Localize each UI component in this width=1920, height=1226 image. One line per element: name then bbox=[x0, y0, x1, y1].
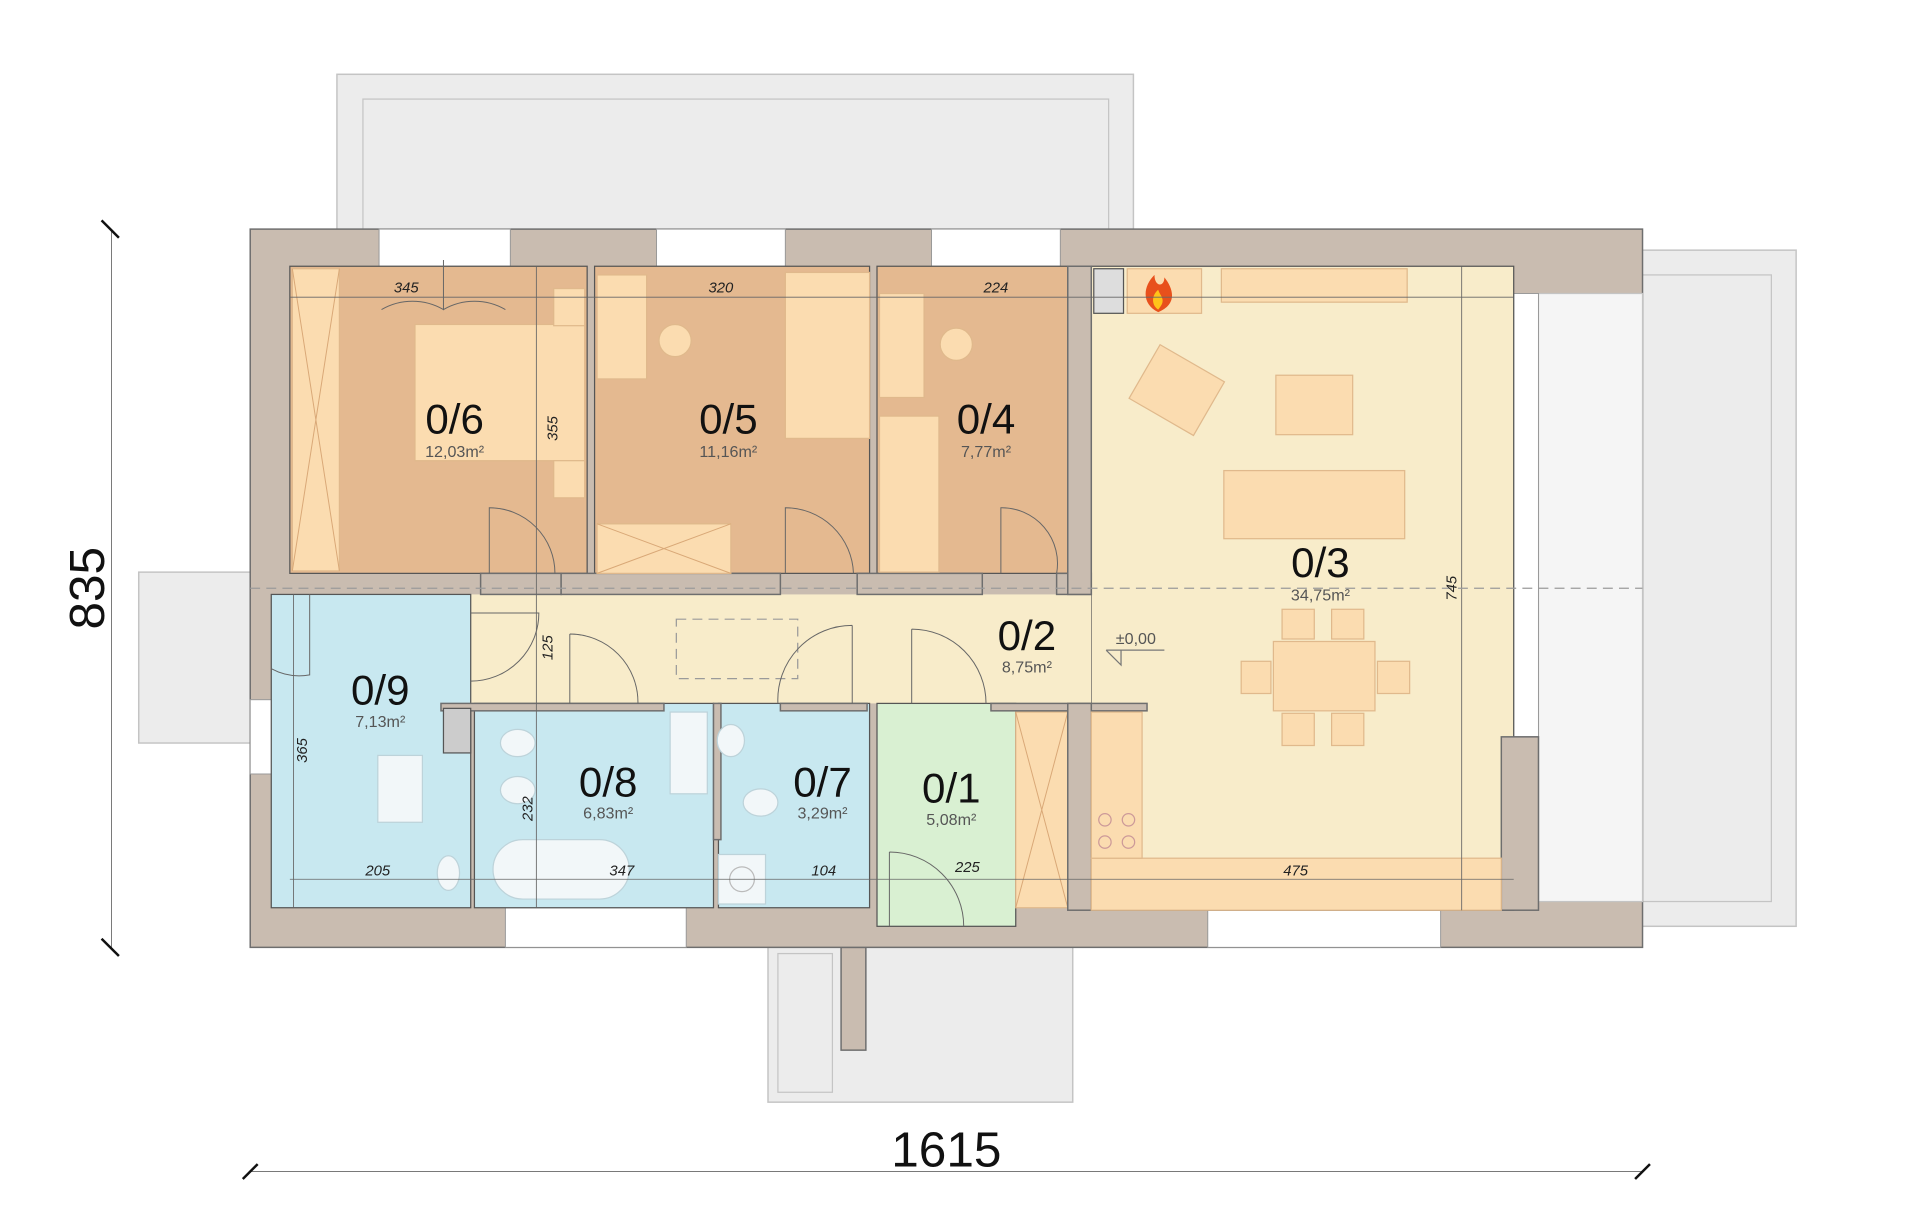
kitchen-counter bbox=[1090, 857, 1502, 911]
room-area: 5,08m² bbox=[926, 811, 977, 829]
toilet-icon bbox=[499, 728, 536, 758]
room-label: 0/9 bbox=[351, 667, 410, 714]
entrance-terrace bbox=[767, 928, 1074, 1103]
coffee-table bbox=[1275, 374, 1354, 436]
entrance-door[interactable] bbox=[888, 851, 965, 927]
dining-table bbox=[1272, 640, 1376, 712]
shower-tray bbox=[377, 754, 424, 823]
armchair bbox=[1128, 343, 1226, 437]
room-label: 0/5 bbox=[699, 395, 758, 442]
dim-label: 320 bbox=[709, 280, 735, 296]
room-label: 0/4 bbox=[957, 395, 1016, 442]
dim-label: 104 bbox=[811, 864, 836, 880]
top-terrace bbox=[336, 73, 1135, 249]
room-label: 0/2 bbox=[998, 612, 1057, 659]
room-0-1 bbox=[876, 702, 1017, 927]
boiler bbox=[1093, 268, 1125, 314]
room-area: 8,75m² bbox=[1002, 658, 1053, 676]
room-label: 0/3 bbox=[1291, 539, 1350, 586]
dim-label: 224 bbox=[983, 280, 1009, 296]
dim-label: 745 bbox=[1445, 575, 1461, 601]
dim-label: 345 bbox=[394, 280, 420, 296]
room-area: 12,03m² bbox=[425, 443, 485, 461]
room-area: 7,77m² bbox=[961, 443, 1012, 461]
windows bbox=[249, 228, 1539, 948]
bathtub bbox=[492, 839, 630, 900]
level-mark: ±0,00 bbox=[1116, 630, 1156, 648]
room-label: 0/7 bbox=[793, 758, 852, 805]
dim-label: 225 bbox=[954, 860, 981, 876]
room-0-2 bbox=[470, 594, 1092, 704]
dim-label: 205 bbox=[364, 864, 391, 880]
terraces bbox=[137, 73, 1797, 1103]
dim-label: 125 bbox=[540, 635, 556, 661]
kitchen-units bbox=[1090, 711, 1143, 859]
room-area: 7,13m² bbox=[355, 713, 406, 731]
entrance-wall bbox=[840, 946, 867, 1051]
dim-label: 347 bbox=[609, 864, 635, 880]
chair-icon bbox=[658, 323, 692, 358]
room-labels: 0/6 12,03m² 0/5 11,16m² 0/4 7,77m² 0/3 3… bbox=[351, 395, 1351, 828]
room-area: 34,75m² bbox=[1291, 587, 1351, 605]
dim-label: 365 bbox=[295, 737, 311, 763]
dim-label: 232 bbox=[521, 796, 537, 823]
furniture bbox=[291, 268, 1502, 911]
door-0-6[interactable] bbox=[488, 507, 556, 574]
room-area: 11,16m² bbox=[699, 443, 757, 461]
desk-0-5 bbox=[596, 274, 648, 380]
sofa-0-4 bbox=[878, 415, 940, 573]
dimension-lines bbox=[100, 219, 1651, 1180]
doors bbox=[271, 260, 1058, 927]
level-marker-icon bbox=[1105, 649, 1165, 667]
dim-label: 355 bbox=[545, 415, 561, 441]
left-terrace bbox=[137, 571, 264, 744]
tv-cabinet bbox=[1220, 268, 1408, 303]
sink bbox=[669, 711, 708, 795]
room-label: 0/6 bbox=[425, 395, 484, 442]
room-label: 0/8 bbox=[579, 758, 638, 805]
dimension-labels: 345 320 224 355 125 365 232 745 205 347 … bbox=[60, 280, 1461, 1177]
single-bed bbox=[784, 271, 871, 440]
room-area: 3,29m² bbox=[797, 805, 848, 823]
room-label: 0/1 bbox=[922, 764, 981, 811]
double-bed bbox=[414, 323, 586, 462]
dim-label: 475 bbox=[1283, 864, 1309, 880]
room-area: 6,83m² bbox=[583, 805, 634, 823]
covered-terrace bbox=[1537, 292, 1644, 903]
room-0-9 bbox=[270, 593, 472, 909]
sofa bbox=[1223, 469, 1406, 540]
overall-height: 835 bbox=[60, 547, 115, 630]
overall-width: 1615 bbox=[891, 1123, 1001, 1178]
